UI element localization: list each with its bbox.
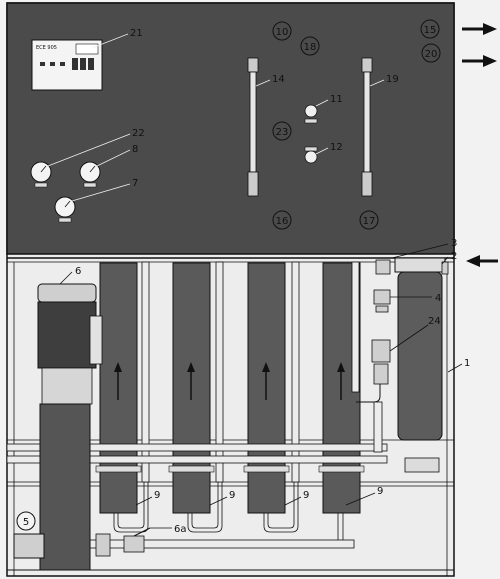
flow-meter-14 xyxy=(247,57,259,197)
circle-label-23: 23 xyxy=(272,121,292,141)
u-bend-pipes xyxy=(113,482,344,545)
valve-6a xyxy=(123,527,151,553)
leader-9a xyxy=(135,496,153,506)
label-9a: 9 xyxy=(154,490,160,501)
svg-text:18: 18 xyxy=(304,42,317,53)
label-6: 6 xyxy=(75,266,81,277)
leader-2 xyxy=(441,256,449,265)
label-4: 4 xyxy=(435,293,441,304)
pump-flange xyxy=(95,533,111,557)
manifold-pipe-lower xyxy=(6,455,388,464)
label-12: 12 xyxy=(330,142,343,153)
circle-label-10: 10 xyxy=(272,21,292,41)
leader-24 xyxy=(389,324,429,352)
label-9c: 9 xyxy=(303,490,309,501)
circle-label-20: 20 xyxy=(421,43,441,63)
label-9d: 9 xyxy=(377,486,383,497)
leader-8 xyxy=(96,149,131,167)
circle-label-17: 17 xyxy=(359,210,379,230)
circle-label-18: 18 xyxy=(300,36,320,56)
label-19: 19 xyxy=(386,74,399,85)
valve-11 xyxy=(304,104,318,124)
vertical-pipes xyxy=(141,261,360,483)
leader-21 xyxy=(91,33,129,49)
inlet-side-pipe xyxy=(373,401,383,453)
membrane-module-3 xyxy=(243,262,290,514)
inlet-fittings xyxy=(371,259,449,385)
pre-filter-housing xyxy=(394,257,446,441)
label-8: 8 xyxy=(132,144,138,155)
label-6a: 6a xyxy=(174,524,187,535)
junction-box xyxy=(404,457,440,473)
membrane-module-2 xyxy=(168,262,215,514)
label-22: 22 xyxy=(132,128,145,139)
circle-label-16: 16 xyxy=(272,210,292,230)
outflow-arrow-top xyxy=(462,23,497,35)
controller-box: ECE 905 xyxy=(31,39,103,91)
label-24: 24 xyxy=(428,316,441,327)
label-9b: 9 xyxy=(229,490,235,501)
membrane-module-1 xyxy=(95,262,142,514)
label-14: 14 xyxy=(272,74,285,85)
inflow-arrow xyxy=(466,255,498,267)
label-5: 5 xyxy=(23,517,29,528)
pump-5: 5 xyxy=(13,511,45,559)
leader-22 xyxy=(47,133,131,167)
leader-9d xyxy=(345,492,376,506)
leader-7 xyxy=(71,183,131,202)
svg-text:23: 23 xyxy=(276,127,289,138)
leader-12 xyxy=(315,147,329,155)
svg-text:20: 20 xyxy=(425,49,438,60)
pressure-gauge-8 xyxy=(79,161,101,188)
label-3: 3 xyxy=(451,238,457,249)
svg-text:17: 17 xyxy=(363,216,376,227)
label-7: 7 xyxy=(132,178,138,189)
manifold-pipe-upper xyxy=(6,443,388,452)
valve-12 xyxy=(304,146,318,164)
leader-19 xyxy=(369,79,385,87)
leader-9b xyxy=(209,496,228,506)
label-11: 11 xyxy=(330,94,343,105)
label-1: 1 xyxy=(464,358,470,369)
flow-meter-19 xyxy=(361,57,373,197)
pressure-gauge-22 xyxy=(30,161,52,188)
leader-14 xyxy=(255,79,271,87)
leader-9c xyxy=(284,496,302,506)
outflow-arrow-bottom xyxy=(462,55,497,67)
svg-text:16: 16 xyxy=(276,216,289,227)
circle-label-15: 15 xyxy=(420,19,440,39)
svg-text:10: 10 xyxy=(276,27,289,38)
leader-3 xyxy=(391,243,449,259)
controller-display-text: ECE 905 xyxy=(36,45,57,51)
leader-1 xyxy=(447,363,463,373)
label-2: 2 xyxy=(451,251,457,262)
pressure-gauge-7 xyxy=(54,196,76,223)
leader-11 xyxy=(315,99,329,107)
svg-text:15: 15 xyxy=(424,25,437,36)
pump-motor xyxy=(37,283,103,571)
label-21: 21 xyxy=(130,28,143,39)
leader-6 xyxy=(59,271,73,285)
